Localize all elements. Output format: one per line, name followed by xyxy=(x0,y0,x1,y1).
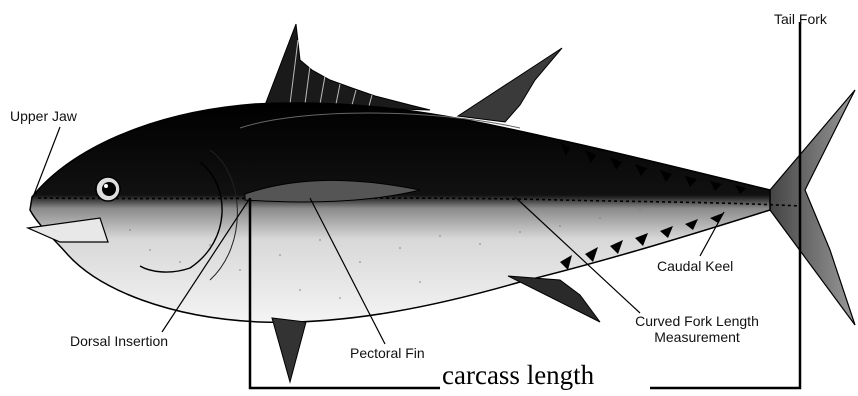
label-carcass-length: carcass length xyxy=(440,360,596,390)
pelvic-fin xyxy=(272,318,306,382)
label-caudal-keel: Caudal Keel xyxy=(657,258,733,274)
first-dorsal-fin xyxy=(265,24,430,110)
label-curved-fork-length: Curved Fork Length Measurement xyxy=(617,313,777,345)
label-tail-fork: Tail Fork xyxy=(774,11,827,27)
label-dorsal-insertion: Dorsal Insertion xyxy=(70,333,168,349)
label-curved-fork-length-line2: Measurement xyxy=(617,329,777,345)
fish-body xyxy=(30,103,770,322)
caudal-fin xyxy=(770,90,855,325)
label-curved-fork-length-line1: Curved Fork Length xyxy=(617,313,777,329)
anal-fin xyxy=(508,276,600,322)
label-upper-jaw: Upper Jaw xyxy=(10,108,77,124)
second-dorsal-fin xyxy=(458,48,562,122)
label-pectoral-fin: Pectoral Fin xyxy=(350,345,425,361)
